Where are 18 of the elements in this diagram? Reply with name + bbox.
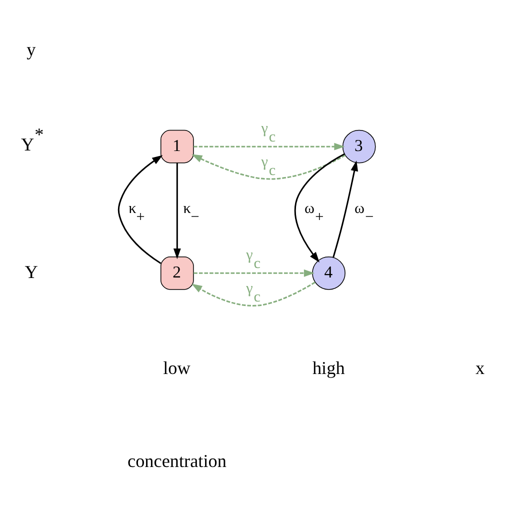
label: x [475,357,485,378]
label: Y [24,261,38,282]
node-circle: 3 [342,129,376,163]
arrow [332,160,358,258]
label: low [163,357,190,378]
arrow [194,268,315,276]
label: concentration [128,450,226,471]
arrow [192,154,346,180]
arrow [173,162,181,259]
label: y [26,38,36,59]
arrow [294,152,345,262]
arrow [118,154,163,264]
node-box: 1 [160,129,194,163]
arrow [194,142,345,150]
arrow [192,281,316,306]
node-circle: 4 [312,256,346,290]
node-box: 2 [160,256,194,290]
label: high [312,357,345,378]
